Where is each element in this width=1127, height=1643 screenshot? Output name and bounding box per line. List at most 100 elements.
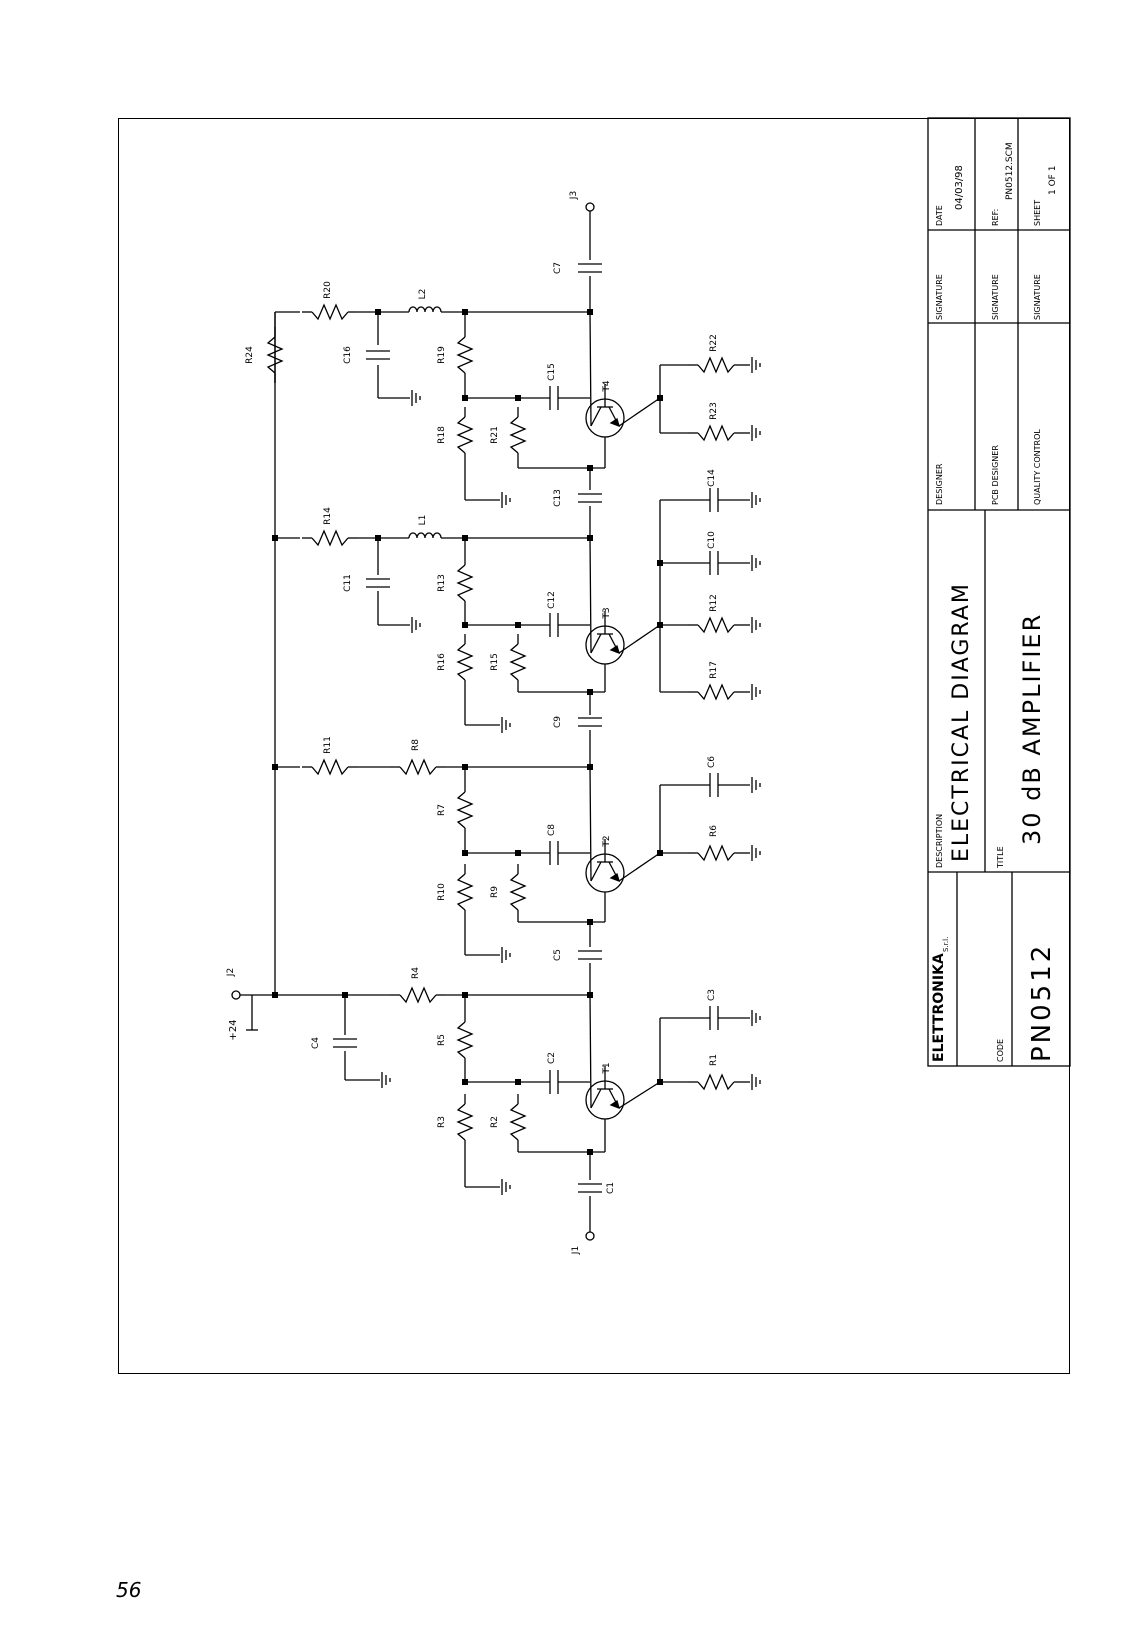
sheet-label: SHEET xyxy=(1033,200,1042,226)
code-value: PN0512 xyxy=(1027,943,1057,1062)
label-r2: R2 xyxy=(490,1116,500,1128)
resistor-r11 xyxy=(311,758,349,776)
signature-label-3: SIGNATURE xyxy=(1033,274,1042,320)
resistor-r3 xyxy=(456,1103,474,1141)
resistor-r9 xyxy=(509,873,527,911)
signature-label-2: SIGNATURE xyxy=(991,274,1000,320)
emitter-arrow xyxy=(609,417,620,428)
company-logo: ELETTRONIKA xyxy=(931,953,947,1062)
label-r23: R23 xyxy=(709,402,719,420)
label-c2: C2 xyxy=(547,1052,557,1064)
label-c10: C10 xyxy=(707,531,717,549)
label-r13: R13 xyxy=(437,574,447,592)
label-r4: R4 xyxy=(411,967,421,979)
label-r15: R15 xyxy=(490,653,500,671)
resistor-r16 xyxy=(456,643,474,681)
label-r3: R3 xyxy=(437,1116,447,1128)
resistor-r15 xyxy=(509,643,527,681)
label-t1: T1 xyxy=(602,1062,612,1074)
company-suffix: S.r.l. xyxy=(942,937,950,952)
quality-control-label: QUALITY CONTROL xyxy=(1033,429,1042,505)
emitter-arrow xyxy=(609,872,620,883)
label-c13: C13 xyxy=(553,489,563,507)
title-value: 30 dB AMPLIFIER xyxy=(1018,613,1046,845)
label-c11: C11 xyxy=(343,574,353,592)
label-r17: R17 xyxy=(709,661,719,679)
label-t2: T2 xyxy=(602,835,612,847)
resistor-r4 xyxy=(399,986,437,1004)
pcb-designer-label: PCB DESIGNER xyxy=(991,445,1000,505)
resistor-r22 xyxy=(697,356,735,374)
ref-value: PN0512.SCM xyxy=(1005,142,1015,200)
label-l1: L1 xyxy=(418,515,428,526)
label-r24: R24 xyxy=(245,346,255,364)
label-c14: C14 xyxy=(707,469,717,487)
inductor-l2 xyxy=(408,306,442,313)
label-r7: R7 xyxy=(437,804,447,816)
label-r9: R9 xyxy=(490,886,500,898)
resistor-r17 xyxy=(697,683,735,701)
resistor-r1 xyxy=(697,1073,735,1091)
code-label: CODE xyxy=(996,1039,1005,1062)
label-c5: C5 xyxy=(553,949,563,961)
label-c8: C8 xyxy=(547,824,557,836)
label-c6: C6 xyxy=(707,756,717,768)
label-j1: J1 xyxy=(571,1246,581,1255)
label-l2: L2 xyxy=(418,289,428,300)
description-label: DESCRIPTION xyxy=(935,814,944,868)
resistor-r24 xyxy=(266,336,284,374)
label-c7: C7 xyxy=(553,262,563,274)
label-t4: T4 xyxy=(602,380,612,392)
ref-label: REF: xyxy=(991,209,1000,226)
connector-j3 xyxy=(585,202,595,212)
resistor-r19 xyxy=(456,336,474,374)
label-r20: R20 xyxy=(323,281,333,299)
resistor-r5 xyxy=(456,1021,474,1059)
title-label: TITLE xyxy=(996,846,1005,869)
label-r6: R6 xyxy=(709,825,719,837)
resistor-r2 xyxy=(509,1103,527,1141)
sheet-value: 1 OF 1 xyxy=(1048,166,1058,195)
label-c15: C15 xyxy=(547,363,557,381)
resistor-r18 xyxy=(456,416,474,454)
label-c9: C9 xyxy=(553,716,563,728)
connector-j2 xyxy=(231,990,241,1000)
components xyxy=(231,202,761,1241)
date-value: 04/03/98 xyxy=(954,165,965,210)
label-r12: R12 xyxy=(709,594,719,612)
resistor-r10 xyxy=(456,873,474,911)
label-r1: R1 xyxy=(709,1054,719,1066)
label-c12: C12 xyxy=(547,591,557,609)
label-c1: C1 xyxy=(606,1182,616,1194)
label-r22: R22 xyxy=(709,334,719,352)
label-r8: R8 xyxy=(411,739,421,751)
resistor-r21 xyxy=(509,416,527,454)
resistor-r12 xyxy=(697,616,735,634)
resistor-r6 xyxy=(697,844,735,862)
emitter-arrow xyxy=(609,1099,620,1110)
resistor-r14 xyxy=(311,529,349,547)
label-j2: J2 xyxy=(226,968,236,977)
page-number: 56 xyxy=(116,1578,142,1602)
resistor-r23 xyxy=(697,424,735,442)
label-r21: R21 xyxy=(490,426,500,444)
label-r16: R16 xyxy=(437,653,447,671)
label-j3: J3 xyxy=(569,191,579,200)
date-label: DATE xyxy=(935,205,944,226)
label-t3: T3 xyxy=(602,607,612,619)
label-r18: R18 xyxy=(437,426,447,444)
designer-label: DESIGNER xyxy=(935,463,944,505)
label-r5: R5 xyxy=(437,1034,447,1046)
supply-label: +24 xyxy=(228,1019,239,1040)
title-block-frame xyxy=(927,117,1071,1067)
signature-label-1: SIGNATURE xyxy=(935,274,944,320)
label-r19: R19 xyxy=(437,346,447,364)
label-r10: R10 xyxy=(437,883,447,901)
description-value: ELECTRICAL DIAGRAM xyxy=(949,582,974,862)
inductor-l1 xyxy=(408,532,442,539)
label-c16: C16 xyxy=(343,346,353,364)
label-r14: R14 xyxy=(323,507,333,525)
